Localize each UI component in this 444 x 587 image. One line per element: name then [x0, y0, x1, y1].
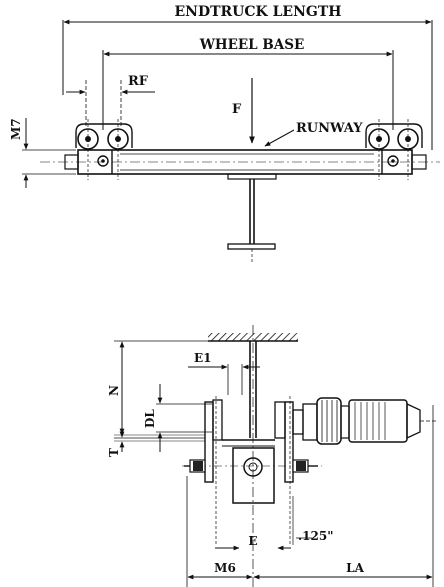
n-dimension: N	[107, 340, 208, 439]
hatched-support	[208, 333, 298, 342]
clearance-dimension: .125"	[292, 496, 333, 545]
m6-la-dimensions: M6 LA	[186, 476, 433, 587]
m7-label: M7	[9, 118, 23, 140]
force-f-arrow: F	[232, 78, 255, 144]
runway-label: RUNWAY	[296, 121, 363, 136]
f-label: F	[232, 102, 242, 117]
e1-dimension: E1	[188, 351, 260, 395]
t-dimension: T	[107, 424, 205, 457]
endtruck-beam	[40, 149, 440, 175]
gear-motor	[292, 397, 436, 587]
center-block	[232, 447, 275, 504]
side-view: ENDTRUCK LENGTH WHEEL BASE RF M7	[9, 3, 440, 264]
e-label: E	[248, 534, 257, 548]
clearance-label: .125"	[298, 529, 333, 543]
right-wheel-bracket	[365, 119, 423, 180]
rf-dimension: RF	[66, 74, 155, 128]
endtruck-length-label: ENDTRUCK LENGTH	[175, 4, 342, 20]
la-label: LA	[346, 561, 364, 575]
t-label: T	[107, 448, 121, 457]
left-side-plate	[204, 396, 223, 545]
left-wheel-bracket	[75, 119, 133, 180]
wheel-base-label: WHEEL BASE	[199, 37, 305, 53]
e-dimension: E	[215, 534, 291, 551]
m7-dimension: M7	[9, 118, 76, 188]
dl-label: DL	[143, 409, 157, 428]
cross-axle	[182, 439, 322, 473]
right-side-plate	[274, 396, 294, 545]
center-web	[249, 325, 257, 587]
n-label: N	[107, 385, 121, 396]
rf-label: RF	[128, 74, 149, 89]
wheel-base-dimension: WHEEL BASE	[102, 37, 394, 130]
girder-hanger	[227, 173, 277, 264]
m6-label: M6	[214, 561, 236, 575]
dl-dimension: DL	[143, 384, 212, 452]
end-view: N E1 DL T	[107, 325, 436, 587]
e1-label: E1	[194, 351, 212, 365]
runway-callout: RUNWAY	[264, 121, 363, 147]
endtruck-length-dimension: ENDTRUCK LENGTH	[62, 3, 433, 150]
